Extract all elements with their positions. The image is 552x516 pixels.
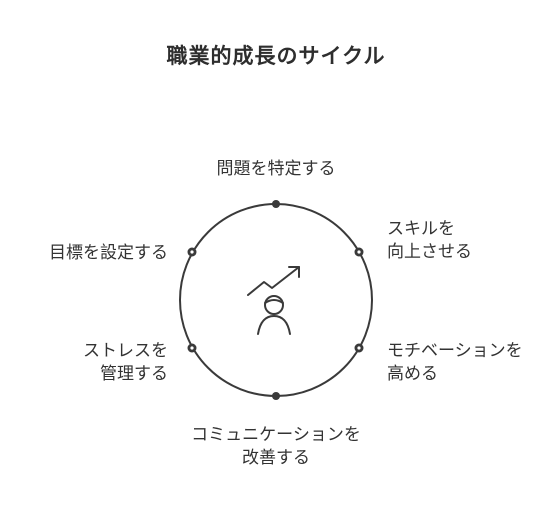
label-line: 向上させる bbox=[387, 242, 472, 262]
label-line: モチベーションを bbox=[387, 341, 523, 361]
growth-person-icon bbox=[247, 266, 300, 335]
node-dot-upper-right bbox=[354, 247, 364, 257]
label-line: コミュニケーションを bbox=[191, 425, 361, 445]
label-set-goals: 目標を設定する bbox=[18, 242, 168, 265]
label-line: 管理する bbox=[100, 364, 168, 384]
label-line: スキルを bbox=[387, 219, 455, 239]
person-body bbox=[257, 315, 291, 335]
node-dot-lower-right bbox=[354, 343, 364, 353]
trend-arrow-head bbox=[288, 266, 300, 278]
label-line: 目標を設定する bbox=[49, 243, 168, 263]
node-dot-top bbox=[272, 200, 280, 208]
label-line: 高める bbox=[387, 364, 438, 384]
node-dot-upper-left bbox=[187, 247, 197, 257]
label-identify-problem: 問題を特定する bbox=[176, 158, 376, 181]
diagram-title: 職業的成長のサイクル bbox=[166, 44, 386, 68]
label-line: ストレスを bbox=[83, 341, 168, 361]
node-dot-bottom bbox=[272, 392, 280, 400]
label-manage-stress: ストレスを 管理する bbox=[18, 340, 168, 386]
node-dot-lower-left bbox=[187, 343, 197, 353]
label-line: 改善する bbox=[242, 448, 310, 468]
trend-arrow-line bbox=[247, 266, 300, 296]
label-increase-motivation: モチベーションを 高める bbox=[387, 340, 523, 386]
label-improve-skills: スキルを 向上させる bbox=[387, 218, 472, 264]
person-hair bbox=[264, 299, 284, 304]
person-head bbox=[264, 295, 284, 315]
label-line: 問題を特定する bbox=[216, 159, 336, 179]
label-improve-communication: コミュニケーションを 改善する bbox=[126, 424, 426, 470]
